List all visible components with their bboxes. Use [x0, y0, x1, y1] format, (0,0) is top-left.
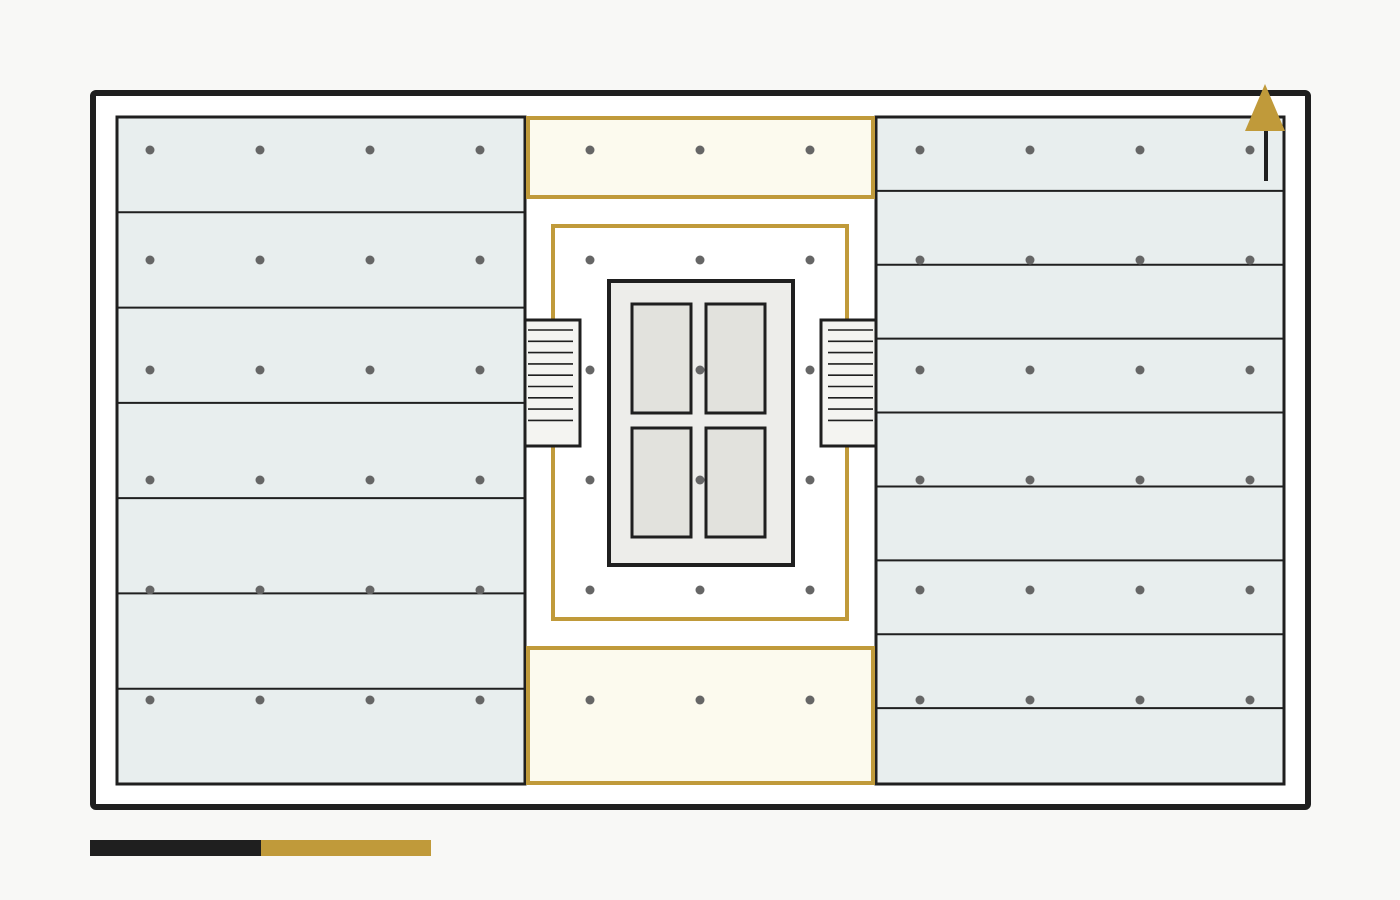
right-wing [874, 115, 1286, 786]
column-dot [1245, 475, 1255, 485]
column-dot [365, 145, 375, 155]
column-dot [475, 695, 485, 705]
column-dot [255, 255, 265, 265]
column-dot [1025, 365, 1035, 375]
column-dot [145, 475, 155, 485]
column-dot [695, 475, 705, 485]
column-dot [915, 365, 925, 375]
bottom-accent-room [526, 646, 875, 785]
north-arrow-icon [1245, 84, 1285, 181]
column-dot [805, 255, 815, 265]
column-dot [255, 365, 265, 375]
column-dot [1135, 365, 1145, 375]
column-dot [1025, 475, 1035, 485]
left-wing [115, 115, 527, 786]
stair-left [523, 318, 582, 448]
structural-column-grid [145, 145, 1255, 705]
column-dot [1135, 475, 1145, 485]
column-dot [1245, 145, 1255, 155]
column-dot [585, 145, 595, 155]
column-dot [585, 475, 595, 485]
column-dot [145, 585, 155, 595]
column-dot [1025, 145, 1035, 155]
column-dot [145, 255, 155, 265]
top-accent-room [526, 116, 875, 199]
column-dot [365, 585, 375, 595]
column-dot [585, 695, 595, 705]
column-dot [915, 695, 925, 705]
scale-bar-icon [90, 840, 431, 856]
stairs-group [523, 318, 878, 448]
column-dot [915, 585, 925, 595]
column-dot [695, 585, 705, 595]
column-dot [805, 145, 815, 155]
column-dot [1135, 585, 1145, 595]
column-dot [475, 255, 485, 265]
column-dot [365, 255, 375, 265]
column-dot [1025, 695, 1035, 705]
column-dot [585, 365, 595, 375]
column-dot [475, 145, 485, 155]
column-dot [1025, 585, 1035, 595]
column-dot [1025, 255, 1035, 265]
right-wing-bay-lines [877, 189, 1283, 710]
column-dot [255, 145, 265, 155]
column-dot [695, 365, 705, 375]
column-dot [915, 145, 925, 155]
column-dot [1245, 365, 1255, 375]
column-dot [805, 695, 815, 705]
column-dot [1245, 585, 1255, 595]
column-dot [1135, 145, 1145, 155]
column-dot [1135, 255, 1145, 265]
core-panel [704, 302, 767, 415]
column-dot [255, 695, 265, 705]
core-panel [630, 302, 693, 415]
column-dot [475, 475, 485, 485]
column-dot [145, 695, 155, 705]
column-dot [585, 585, 595, 595]
column-dot [475, 585, 485, 595]
core-panels [630, 302, 767, 539]
column-dot [805, 475, 815, 485]
column-dot [365, 365, 375, 375]
column-dot [365, 475, 375, 485]
column-dot [695, 145, 705, 155]
column-dot [145, 365, 155, 375]
column-dot [805, 365, 815, 375]
column-dot [1245, 255, 1255, 265]
scale-bar-segment-dark [90, 840, 261, 856]
scale-bar-segment-accent [261, 840, 431, 856]
column-dot [915, 255, 925, 265]
stair-right [819, 318, 878, 448]
column-dot [915, 475, 925, 485]
core-panel [630, 426, 693, 539]
column-dot [1135, 695, 1145, 705]
core-panel [704, 426, 767, 539]
column-dot [475, 365, 485, 375]
column-dot [805, 585, 815, 595]
column-dot [585, 255, 595, 265]
column-dot [695, 255, 705, 265]
column-dot [1245, 695, 1255, 705]
column-dot [145, 145, 155, 155]
column-dot [255, 475, 265, 485]
column-dot [695, 695, 705, 705]
column-dot [365, 695, 375, 705]
column-dot [255, 585, 265, 595]
left-wing-bay-lines [118, 211, 524, 690]
